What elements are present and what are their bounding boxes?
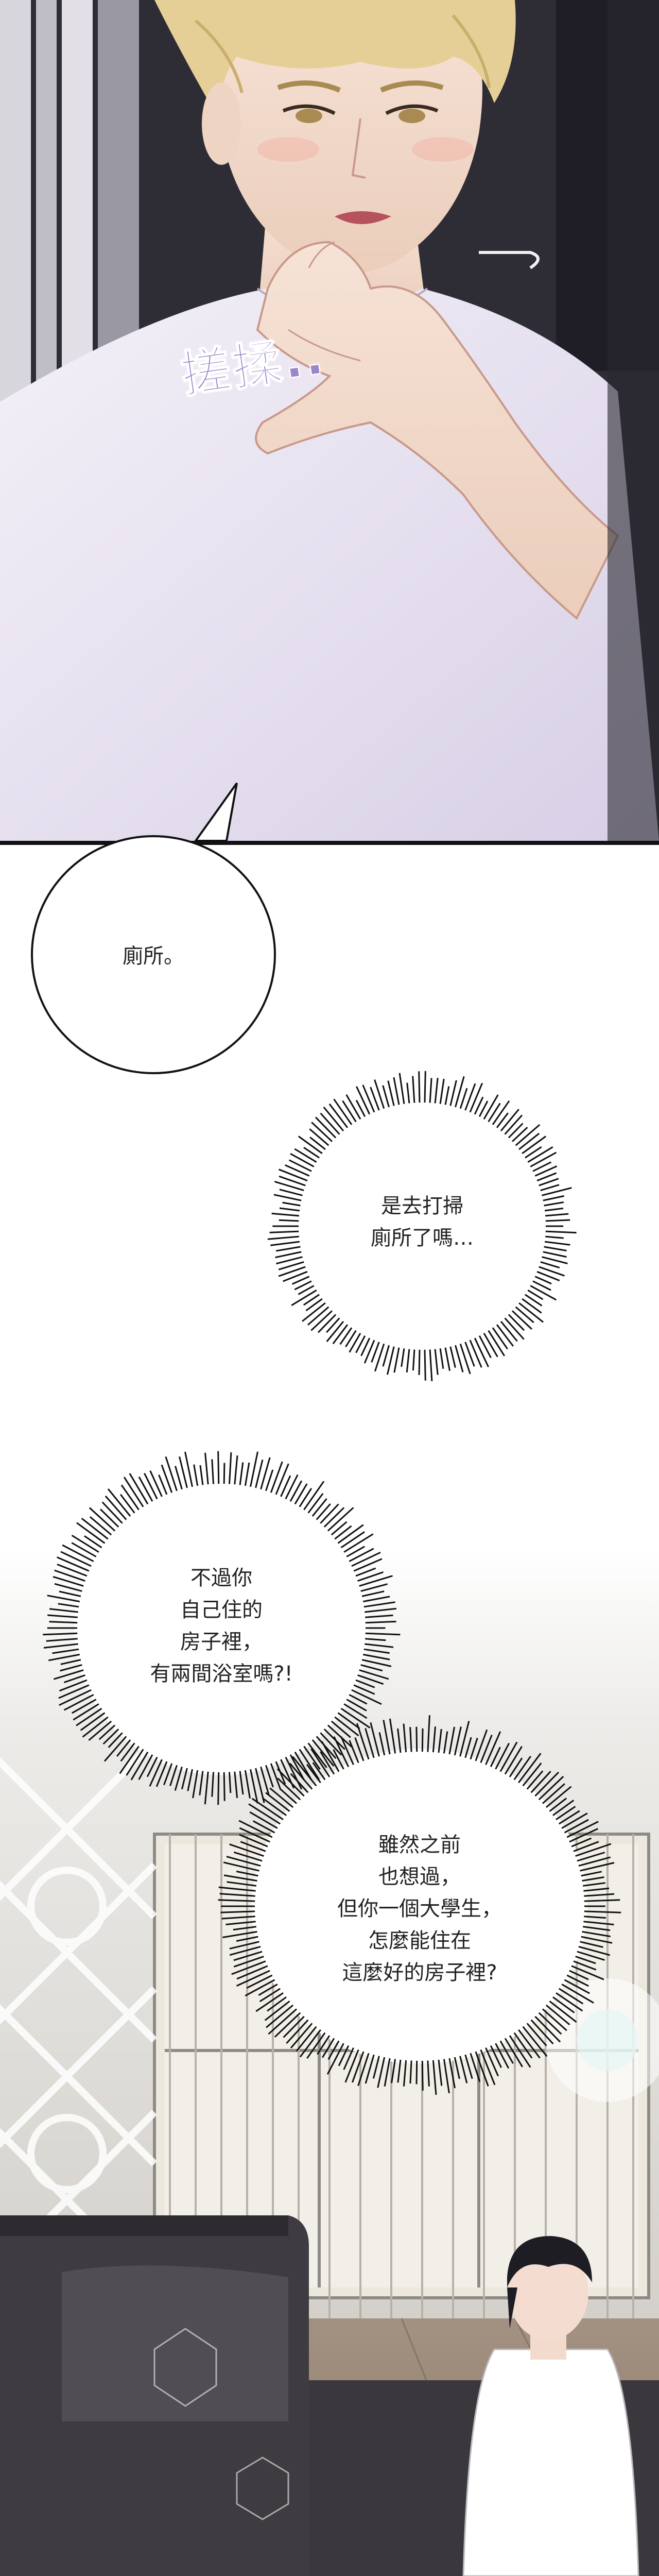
thought-line: 這麼好的房子裡? [342, 1961, 497, 1985]
panel-blond-man: 搓揉.. [0, 0, 659, 841]
thought-line: 雖然之前 [378, 1833, 461, 1857]
thought-line: 是去打掃 [381, 1194, 463, 1218]
speech-bubble-text: 廁所。 [123, 944, 184, 968]
thought-bubble-apartment: 雖然之前 也想過， 但你一個大學生， 怎麼能住在 這麼好的房子裡? [203, 1700, 636, 2112]
thought-line: 不過你 [190, 1566, 252, 1590]
thought-line: 自己住的 [180, 1598, 263, 1622]
thought-line: 怎麼能住在 [368, 1929, 471, 1953]
thought-line: 但你一個大學生， [337, 1897, 502, 1921]
blond-man-illustration [0, 0, 659, 841]
thought-line: 也想過， [378, 1865, 461, 1889]
speech-bubble: 廁所。 [30, 834, 277, 1076]
thought-bubble-cleaning: 是去打掃 廁所了嗎… [263, 1066, 582, 1386]
thought-bubble-bathrooms: 不過你 自己住的 房子裡， 有兩間浴室嗎?! [36, 1443, 407, 1814]
panel-divider [0, 841, 659, 845]
thought-line: 房子裡， [180, 1630, 263, 1654]
thought-line: 廁所了嗎… [371, 1226, 474, 1250]
thought-line: 有兩間浴室嗎?! [150, 1662, 293, 1686]
